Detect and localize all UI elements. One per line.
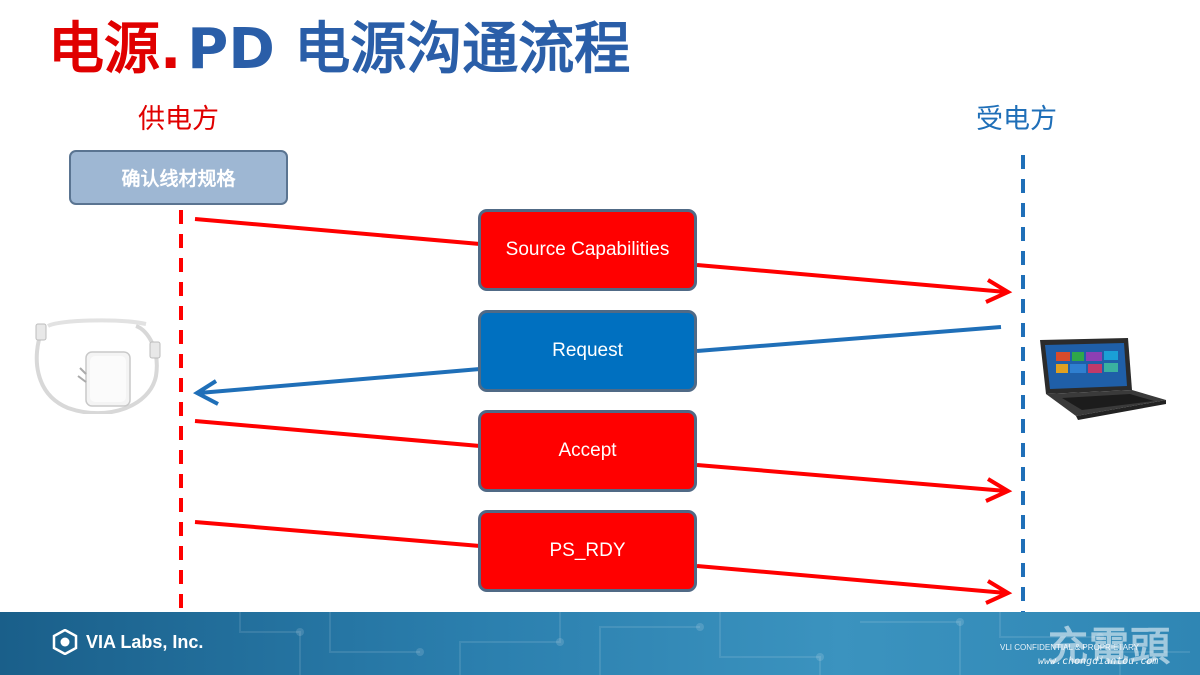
message-ps-rdy: PS_RDY <box>478 510 697 592</box>
message-accept: Accept <box>478 410 697 492</box>
message-request: Request <box>478 310 697 392</box>
title-part-pd-flow: PD 电源沟通流程 <box>187 17 631 82</box>
message-source-capabilities: Source Capabilities <box>478 209 697 291</box>
arrow-accept-in <box>194 419 481 448</box>
arrow-source-capabilities-out <box>696 263 1007 294</box>
arrow-source-capabilities-in <box>194 217 481 246</box>
arrowhead-accept <box>985 477 1013 503</box>
source-party-label: 供电方 <box>138 104 219 135</box>
arrow-accept-out <box>696 463 1007 493</box>
arrow-request-in <box>696 325 1002 353</box>
title-part-power: 电源. <box>48 17 182 82</box>
arrowhead-ps-rdy <box>985 579 1013 605</box>
verify-cable-box: 确认线材规格 <box>69 150 288 205</box>
arrowhead-request <box>192 379 219 406</box>
watermark-url: www.chongdiantou.com <box>1038 656 1159 667</box>
arrow-request-out <box>198 367 481 395</box>
circuit-pattern <box>239 612 1190 675</box>
company-name: VIA Labs, Inc. <box>86 632 204 652</box>
arrowhead-source-capabilities <box>985 278 1013 304</box>
footer-bar: VIA Labs, Inc. VLI CONFIDENTIAL & PROPRI… <box>0 612 1200 675</box>
arrow-ps-rdy-out <box>696 564 1007 595</box>
watermark-logo: 充電頭 <box>1048 624 1171 670</box>
laptop-icon <box>1040 338 1166 420</box>
usb-charger-icon <box>34 318 161 414</box>
arrow-ps-rdy-in <box>194 520 481 548</box>
via-logo-icon <box>52 629 78 655</box>
confidential-notice: VLI CONFIDENTIAL & PROPRIETARY <box>1000 643 1139 652</box>
sink-party-label: 受电方 <box>976 104 1057 135</box>
page-title: 电源.PD 电源沟通流程 <box>48 22 630 78</box>
